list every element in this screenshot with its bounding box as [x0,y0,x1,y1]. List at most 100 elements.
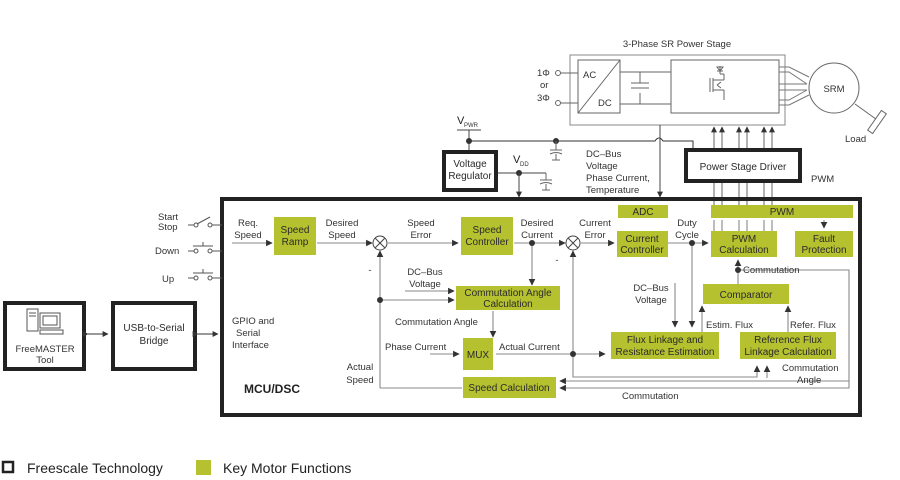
svg-text:Controller: Controller [465,237,509,248]
input-terminal-3 [555,100,561,106]
mcu-dsc-label: MCU/DSC [244,382,300,396]
freescale-legend-swatch [1,460,15,474]
svg-text:Ramp: Ramp [282,237,309,248]
svg-text:Phase Current: Phase Current [385,342,447,353]
reference-flux-linkage-block: Reference Flux Linkage Calculation [740,332,836,359]
svg-text:DC–Bus: DC–Bus [633,283,669,294]
svg-text:Bridge: Bridge [140,336,169,347]
start-stop-switch[interactable] [188,216,222,228]
svg-text:Refer. Flux: Refer. Flux [790,320,836,331]
svg-text:Speed: Speed [346,375,373,386]
svg-text:Angle: Angle [797,375,821,386]
svg-text:Speed: Speed [473,225,502,236]
svg-text:Stop: Stop [158,222,178,233]
svg-text:Speed: Speed [281,225,310,236]
svg-text:DC–Bus: DC–Bus [407,267,443,278]
power-stage-title: 3-Phase SR Power Stage [623,39,731,50]
freescale-legend-label: Freescale Technology [27,460,163,476]
power-stage-driver-box [684,148,802,183]
legend: Freescale Technology Key Motor Functions [1,460,351,476]
svg-text:Reference Flux: Reference Flux [754,335,822,346]
svg-text:Down: Down [155,246,179,257]
svg-text:Duty: Duty [677,218,697,229]
svg-text:Commutation: Commutation [622,391,679,402]
vdd-label: V [513,154,521,166]
transistor-icon [709,66,725,100]
speed-controller-block: Speed Controller [461,217,513,255]
host-side: FreeMASTER Tool USB-to-Serial Bridge [3,301,219,371]
svg-text:Error: Error [410,230,431,241]
svg-text:Comparator: Comparator [720,290,773,301]
svg-text:DD: DD [520,162,529,168]
svg-text:Tool: Tool [36,355,53,366]
speed-ramp-block: Speed Ramp [274,217,316,255]
svg-text:Flux Linkage and: Flux Linkage and [627,335,703,346]
pwm-block: PWM [711,205,853,218]
single-phase-label: 1Φ [537,68,550,79]
svg-text:Error: Error [584,230,605,241]
svg-text:Resistance Estimation: Resistance Estimation [616,347,715,358]
down-button[interactable] [188,242,222,254]
svg-text:Voltage: Voltage [453,159,487,170]
svg-text:Voltage: Voltage [586,161,618,172]
svg-text:Linkage Calculation: Linkage Calculation [744,347,831,358]
svg-text:-: - [368,265,371,276]
power-stage: 3-Phase SR Power Stage AC DC 1Φ or 3Φ [537,39,888,148]
svg-text:Calculation: Calculation [483,299,532,310]
ac-dc-diagonal [577,59,621,114]
svg-text:PWM: PWM [770,207,794,218]
comparator-block: Comparator [703,284,789,304]
up-button[interactable] [188,269,222,281]
svg-text:Estim. Flux: Estim. Flux [706,320,753,331]
ac-label: AC [583,70,596,81]
svg-text:FreeMASTER: FreeMASTER [15,344,74,355]
svg-text:GPIO and: GPIO and [232,316,274,327]
fault-protection-block: Fault Protection [795,231,853,257]
svg-text:Commutation: Commutation [782,363,839,374]
svg-text:Protection: Protection [801,245,846,256]
commutation-angle-calculation-block: Commutation Angle Calculation [456,286,560,310]
svg-text:Current: Current [521,230,553,241]
svg-text:MUX: MUX [467,350,490,361]
signal-wires [232,220,850,389]
svg-text:Speed: Speed [328,230,355,241]
load-icon [866,109,888,135]
capacitor-icon [549,141,563,161]
svg-text:Speed: Speed [234,230,261,241]
svg-text:Interface: Interface [232,340,269,351]
power-stage-driver: Power Stage Driver PWM [684,148,834,207]
svg-text:PWM: PWM [732,234,756,245]
svg-text:Commutation Angle: Commutation Angle [395,317,478,328]
svg-text:Start: Start [158,212,178,223]
current-controller-block: Current Controller [617,231,668,257]
inverter-box [670,59,780,114]
flux-linkage-estimation-block: Flux Linkage and Resistance Estimation [611,332,719,359]
svg-text:Req.: Req. [238,218,258,229]
svg-text:Commutation: Commutation [743,265,800,276]
input-terminal-1 [555,70,561,76]
svg-text:Regulator: Regulator [448,171,492,182]
srm-motor [808,62,860,114]
mux-block: MUX [463,338,493,370]
dc-label: DC [598,98,612,109]
svg-text:Desired: Desired [326,218,359,229]
key-motor-legend-swatch [196,460,211,475]
pwm-calculation-block: PWM Calculation [711,231,777,257]
svg-text:Serial: Serial [236,328,260,339]
svg-text:Actual: Actual [347,362,373,373]
svg-text:Temperature: Temperature [586,185,639,196]
svg-text:DC–Bus: DC–Bus [586,149,622,160]
svg-text:Actual Current: Actual Current [499,342,560,353]
svg-text:Up: Up [162,274,174,285]
svg-text:Voltage: Voltage [635,295,667,306]
svg-text:Desired: Desired [521,218,554,229]
svg-text:Power Stage Driver: Power Stage Driver [700,162,787,173]
svg-text:Speed: Speed [407,218,434,229]
switches: Start Stop Down Up [155,212,222,285]
speed-calculation-block: Speed Calculation [463,377,556,398]
svg-text:Calculation: Calculation [719,245,768,256]
or-label: or [540,80,548,91]
svg-text:USB-to-Serial: USB-to-Serial [123,323,184,334]
svg-text:Speed Calculation: Speed Calculation [468,383,549,394]
